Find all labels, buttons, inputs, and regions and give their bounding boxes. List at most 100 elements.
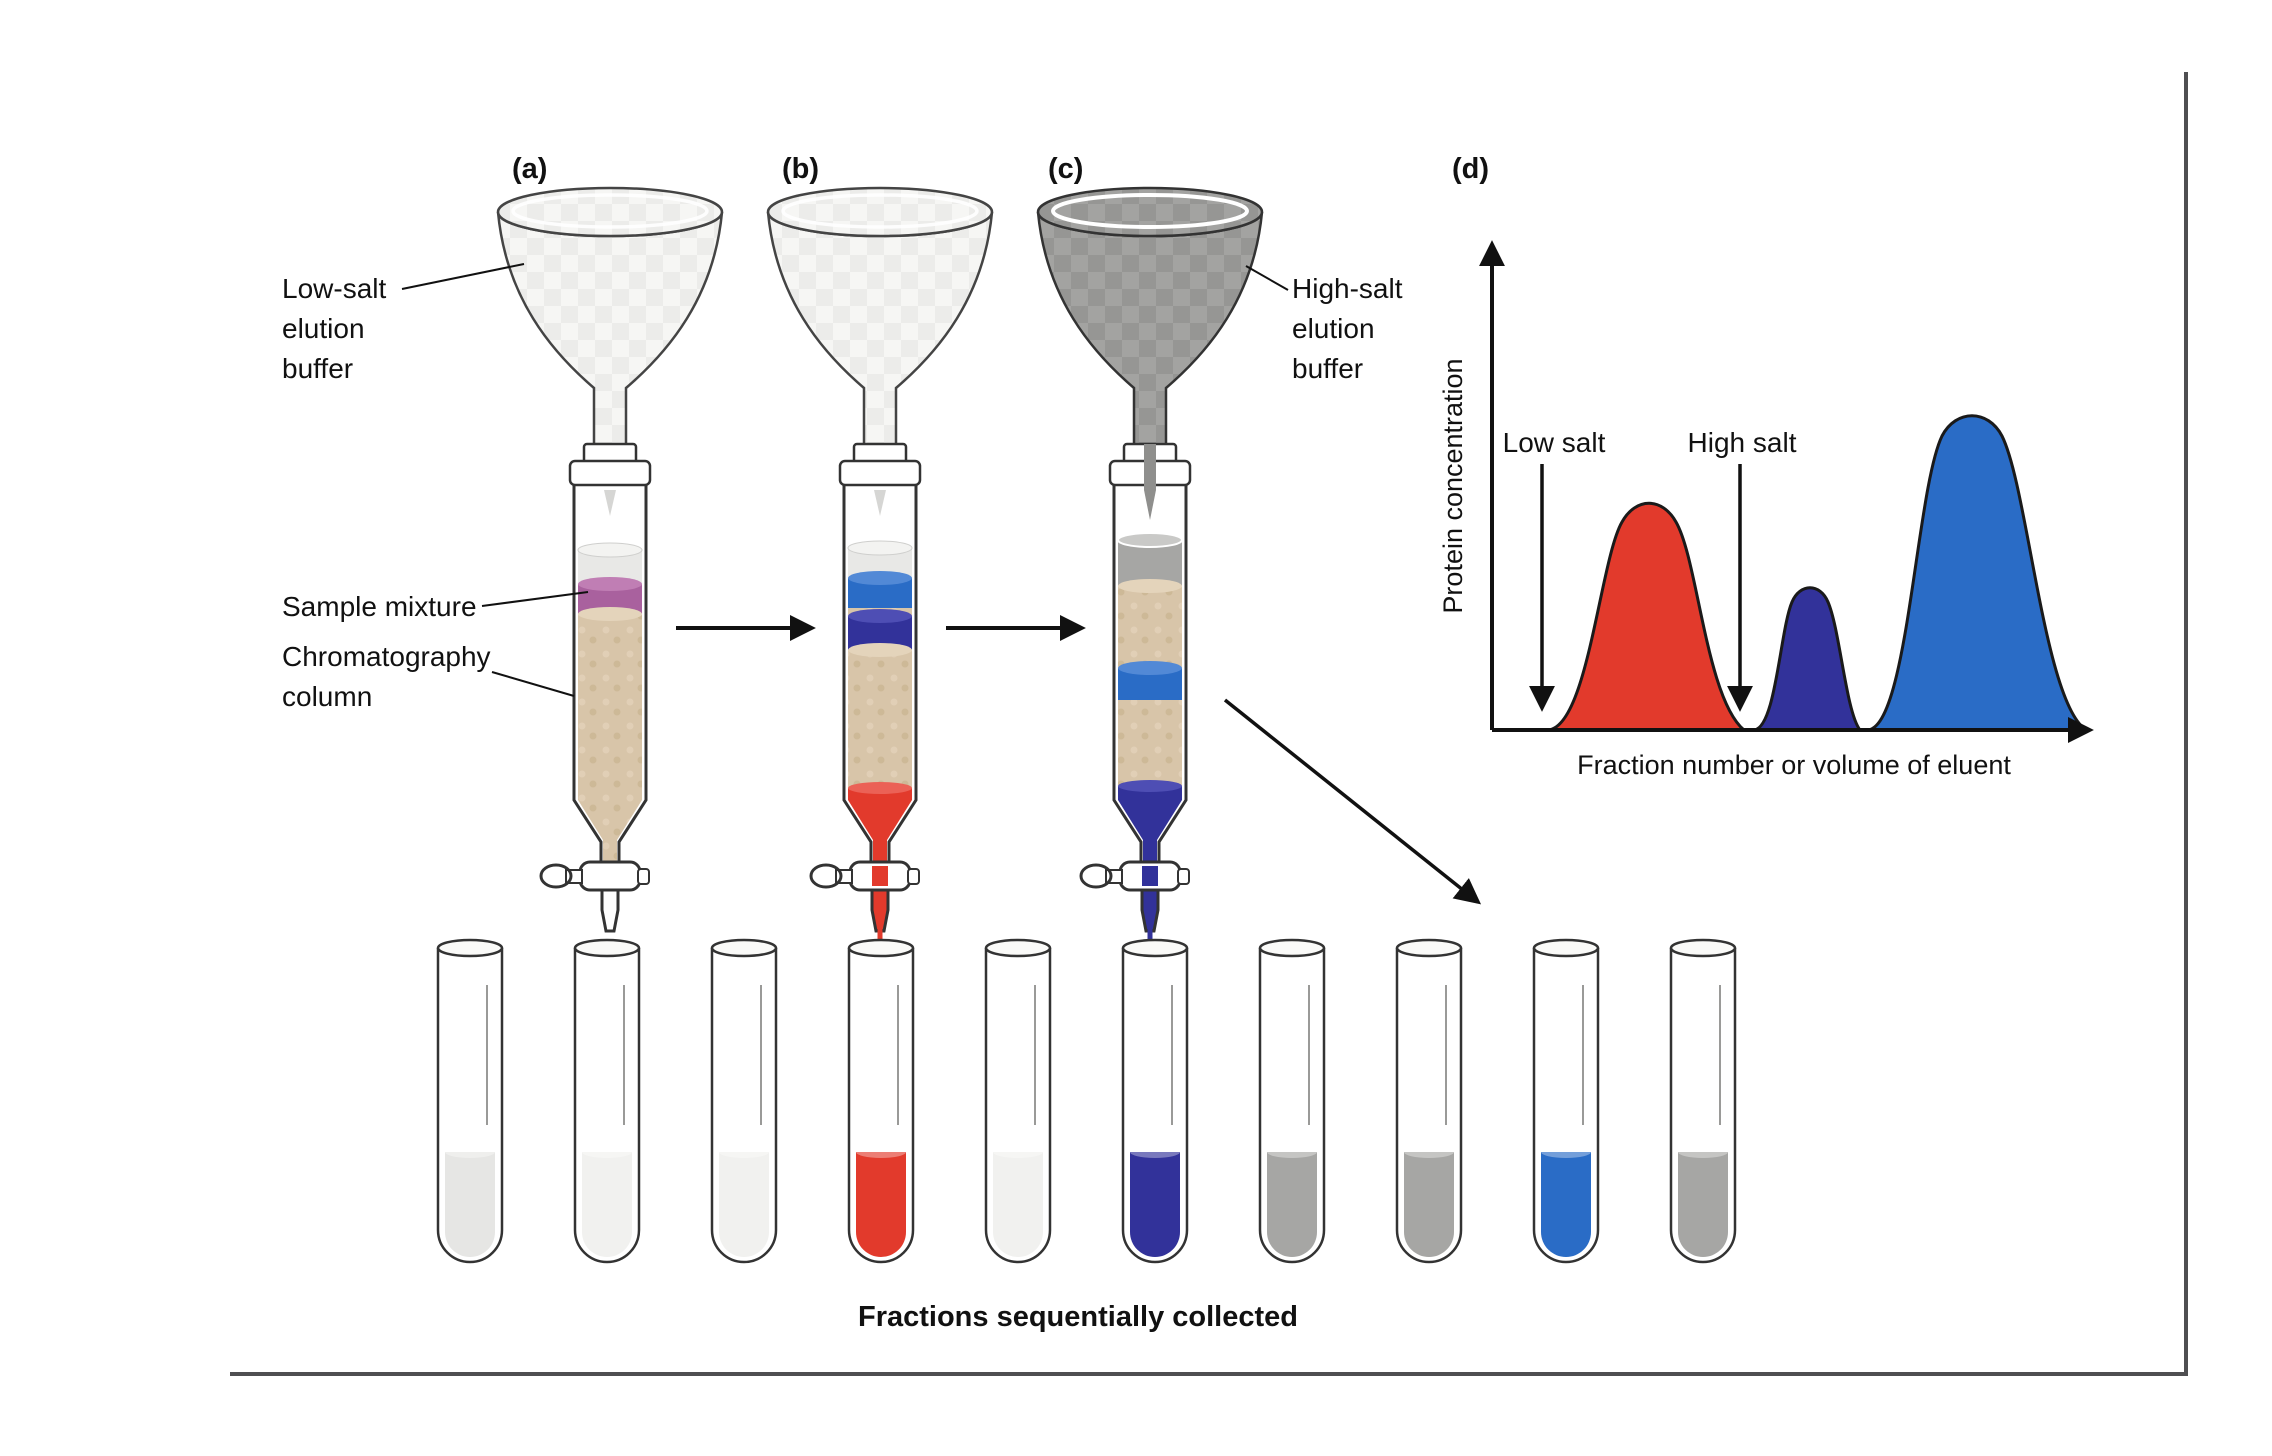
test-tube-3: [710, 938, 778, 1264]
figure-border: [230, 72, 2188, 1376]
stopcock-passage: [1142, 866, 1158, 886]
low-salt-funnel-a: [496, 186, 724, 454]
tube-rim: [1532, 938, 1600, 958]
figure-caption: Fractions sequentially collected: [858, 1301, 1298, 1333]
annotation-label-high-salt: High-salt elution buffer: [1245, 265, 1403, 384]
tube-content: [993, 1152, 1043, 1257]
content-surface: [582, 1146, 632, 1158]
outlet-nozzle: [600, 888, 620, 933]
cap-flange: [838, 459, 922, 487]
tube-content: [1267, 1152, 1317, 1257]
column-b-contents: [847, 490, 913, 862]
low-salt-buffer-label: elution: [282, 313, 365, 344]
outlet-nozzle: [870, 888, 890, 933]
high-salt-buffer-label: High-salt: [1292, 273, 1403, 304]
funnel-bowl: [1036, 211, 1264, 454]
peak-red: [1547, 501, 1749, 732]
tube-content: [1541, 1152, 1591, 1257]
funnel-bowl: [766, 211, 994, 454]
test-tube-1: [436, 938, 504, 1264]
test-tube-5: [984, 938, 1052, 1264]
leader-line-column: [491, 671, 575, 697]
low-salt-funnel-b: [766, 186, 994, 454]
tube-rim: [984, 938, 1052, 958]
tube-content: [582, 1152, 632, 1257]
tube-content: [856, 1152, 906, 1257]
stopcock-b: [809, 860, 920, 933]
funnel-stem-through-cap: [1144, 444, 1156, 490]
peak-navy: [1753, 586, 1864, 732]
outlet-nozzle: [1140, 888, 1160, 933]
test-tube-2: [573, 938, 641, 1264]
test-tube-8: [1395, 938, 1463, 1264]
resin-surface: [1118, 579, 1182, 593]
stopcock-knob: [1177, 868, 1190, 885]
tube-rim: [847, 938, 915, 958]
low-salt-annotation-label: Low salt: [1503, 427, 1606, 458]
low-salt-annotation: Low salt: [1503, 427, 1606, 712]
tube-content: [1404, 1152, 1454, 1257]
stopcock-knob: [907, 868, 920, 885]
tube-rim: [1121, 938, 1189, 958]
peak-blue: [1867, 414, 2091, 732]
test-tube-4: [847, 938, 915, 1264]
chromatography-column-label: column: [282, 681, 372, 712]
cap-c: [1108, 442, 1192, 520]
stopcock-knob: [637, 868, 650, 885]
resin-surface: [578, 607, 642, 621]
navy-layer-surface: [1118, 780, 1182, 792]
leader-line-sample: [481, 591, 589, 607]
high-salt-annotation-label: High salt: [1688, 427, 1797, 458]
red-layer-surface: [848, 782, 912, 794]
test-tube-10: [1669, 938, 1737, 1264]
tube-rim: [1395, 938, 1463, 958]
navy-protein-cone: [1118, 800, 1182, 862]
content-surface: [719, 1146, 769, 1158]
stopcock-passage: [872, 866, 888, 886]
tube-content: [445, 1152, 495, 1257]
tube-rim: [1258, 938, 1326, 958]
chromatography-column-label: Chromatography: [282, 641, 491, 672]
content-surface: [1678, 1146, 1728, 1158]
stopcock-handle: [809, 863, 843, 889]
leader-line-low-salt: [401, 263, 525, 290]
content-surface: [1267, 1146, 1317, 1158]
high-salt-buffer-label: buffer: [1292, 353, 1363, 384]
tube-rim: [573, 938, 641, 958]
low-salt-buffer-label: Low-salt: [282, 273, 386, 304]
resin-surface: [848, 643, 912, 657]
buffer-drip-stream: [1144, 490, 1156, 520]
buffer-drip-stream: [874, 490, 886, 516]
stopcock-a: [539, 860, 650, 933]
column-c-assembly: [1036, 186, 1264, 1163]
test-tube-7: [1258, 938, 1326, 1264]
stopcock-passage: [602, 866, 618, 886]
funnel-rim-highlight: [511, 193, 709, 229]
cap-flange: [568, 459, 652, 487]
buffer-surface: [847, 540, 913, 556]
content-surface: [1541, 1146, 1591, 1158]
high-salt-funnel-c: [1036, 186, 1264, 454]
column-a-contents: [577, 490, 643, 862]
test-tube-6: [1121, 938, 1189, 1264]
column-b-assembly: [766, 186, 994, 1163]
process-arrows: [676, 615, 1482, 905]
tube-content: [1678, 1152, 1728, 1257]
column-c-contents: [1117, 532, 1183, 862]
cap-b: [838, 442, 922, 487]
tube-rim: [710, 938, 778, 958]
resin-bed: [848, 650, 912, 788]
content-surface: [993, 1146, 1043, 1158]
funnel-rim-highlight: [781, 193, 979, 229]
y-axis-label: Protein concentration: [1438, 358, 1468, 613]
tube-content: [1130, 1152, 1180, 1257]
funnel-bowl: [496, 211, 724, 454]
blue-band-surface: [1118, 661, 1182, 675]
buffer-surface: [1117, 532, 1183, 548]
buffer-surface: [577, 542, 643, 558]
annotation-labels-left: Low-salt elution buffer Sample mixture C…: [282, 263, 589, 712]
resin-bed: [578, 614, 642, 800]
tube-rim: [1669, 938, 1737, 958]
